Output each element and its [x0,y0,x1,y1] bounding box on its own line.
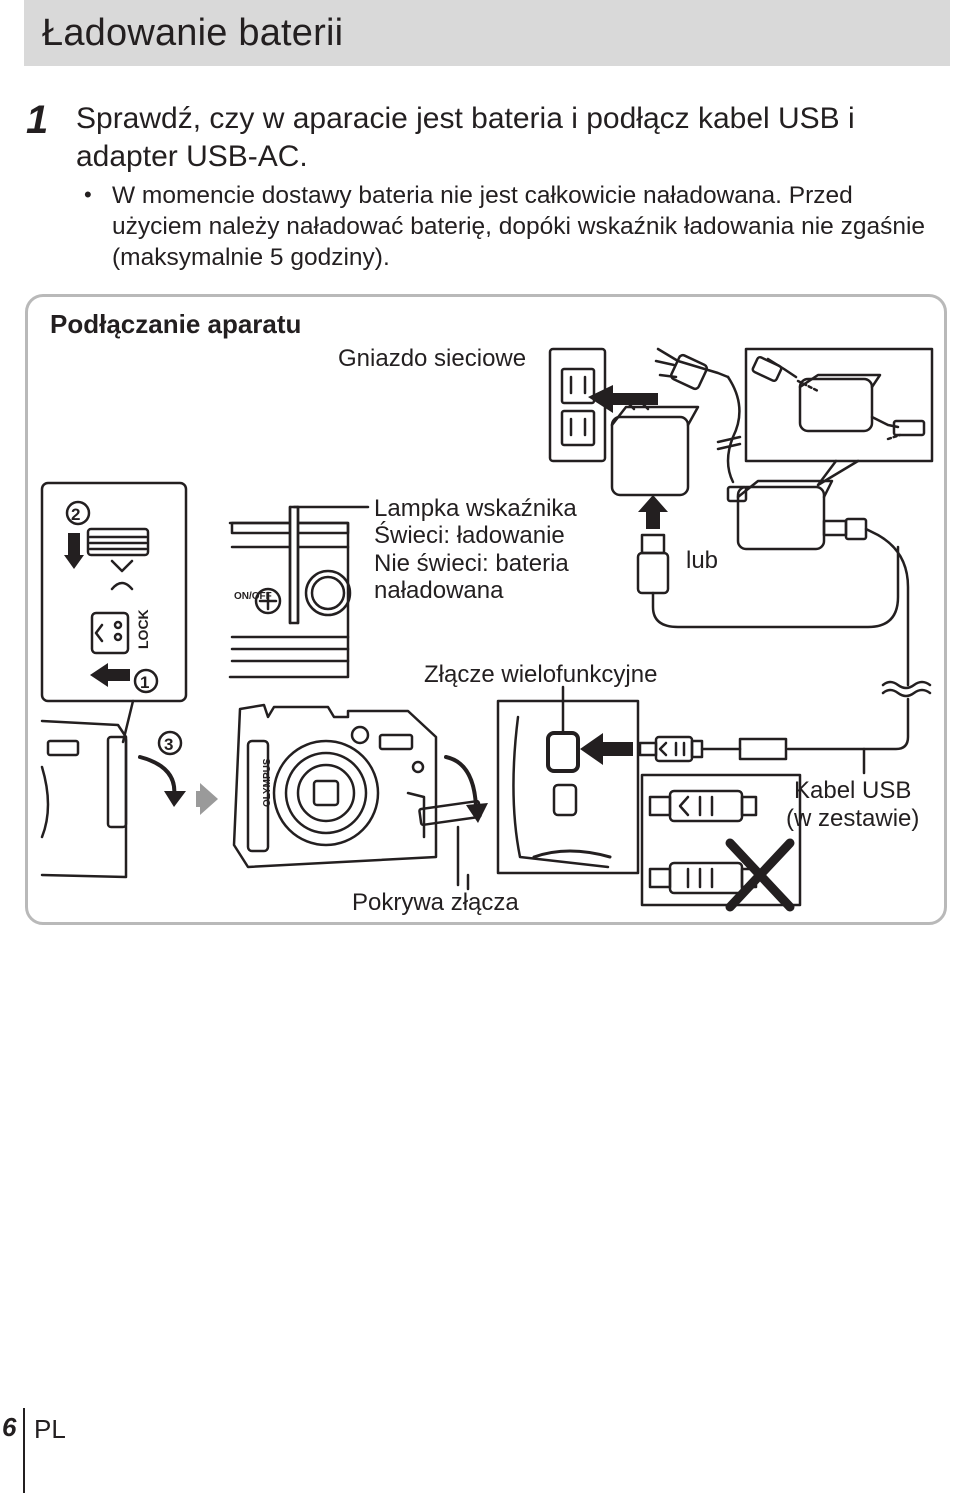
step-marker-3-circle [157,730,183,756]
bullet-marker: • [84,182,92,207]
label-connector-cover: Pokrywa złącza [352,889,519,916]
left-arrow-icon [90,663,130,687]
connector-closeup-inset [496,699,640,875]
camera-top-detail-icon [228,505,370,679]
step-number: 1 [26,98,49,142]
alt-adapter-inset [744,347,934,463]
step-marker-2: 2 [71,505,81,524]
next-arrow-icon [200,783,218,815]
plug-cord-icon [656,347,730,379]
step-marker-2-circle [65,500,91,526]
figure-title: Podłączanie aparatu [50,309,302,339]
label-lamp-off-2: naładowana [374,577,504,604]
footer-divider [23,1408,25,1493]
label-multi-connector: Złącze wielofunkcyjne [424,661,658,688]
page-number: 6 [2,1412,17,1442]
incorrect-plug-icon [648,861,758,895]
step-instruction: Sprawdź, czy w aparacie jest bateria i p… [76,102,855,173]
section-title-bar [24,0,950,66]
alt-adapter-icon [798,377,874,433]
insert-arrow-icon [580,733,633,765]
label-or: lub [686,547,719,574]
label-lamp-off-1: Nie świeci: bateria [374,550,569,577]
camera-side-icon [40,719,128,879]
multi-connector-port-icon [546,731,580,773]
ac-plug-icon [654,353,709,391]
label-lock: LOCK [135,609,151,649]
language-code: PL [34,1414,66,1444]
bullet-note: W momencie dostawy bateria nie jest całk… [112,182,926,271]
usb-ac-adapter-icon [610,399,700,497]
label-lamp-title: Lampka wskaźnika [374,495,577,522]
correct-plug-icon [648,789,758,823]
down-arrow-icon [64,533,84,569]
wall-outlet-icon [548,347,607,463]
plug-in-arrow-icon [588,385,658,413]
curved-arrow-icon [444,755,478,809]
plug-orientation-inset [640,773,802,907]
cord-icon [726,375,741,484]
brand-logo-text: OLYMPUS [262,758,273,807]
camera-body-icon [232,703,482,869]
label-usb-cable-2: (w zestawie) [786,805,920,832]
label-usb-cable-1: Kabel USB [794,777,912,804]
connection-illustration [40,347,934,912]
battery-door-inset [40,481,188,703]
step-marker-3: 3 [164,735,174,754]
up-arrow-icon [638,495,668,529]
not-allowed-x-icon [725,838,795,912]
micro-usb-plug-icon [638,735,704,763]
connection-figure: Podłączanie aparatu Gniazdo sieciowe Lam… [25,294,947,925]
step-marker-1-circle [133,668,159,694]
label-on-off: ON/OFF [234,591,272,602]
step-marker-1: 1 [140,673,150,692]
usb-plug-icon [636,533,900,629]
label-outlet: Gniazdo sieciowe [338,345,527,372]
usb-cable-ferrite-icon [738,737,788,761]
page-title: Ładowanie baterii [42,12,344,54]
usb-adapter-icon [726,479,910,687]
label-lamp-on: Świeci: ładowanie [374,522,565,549]
